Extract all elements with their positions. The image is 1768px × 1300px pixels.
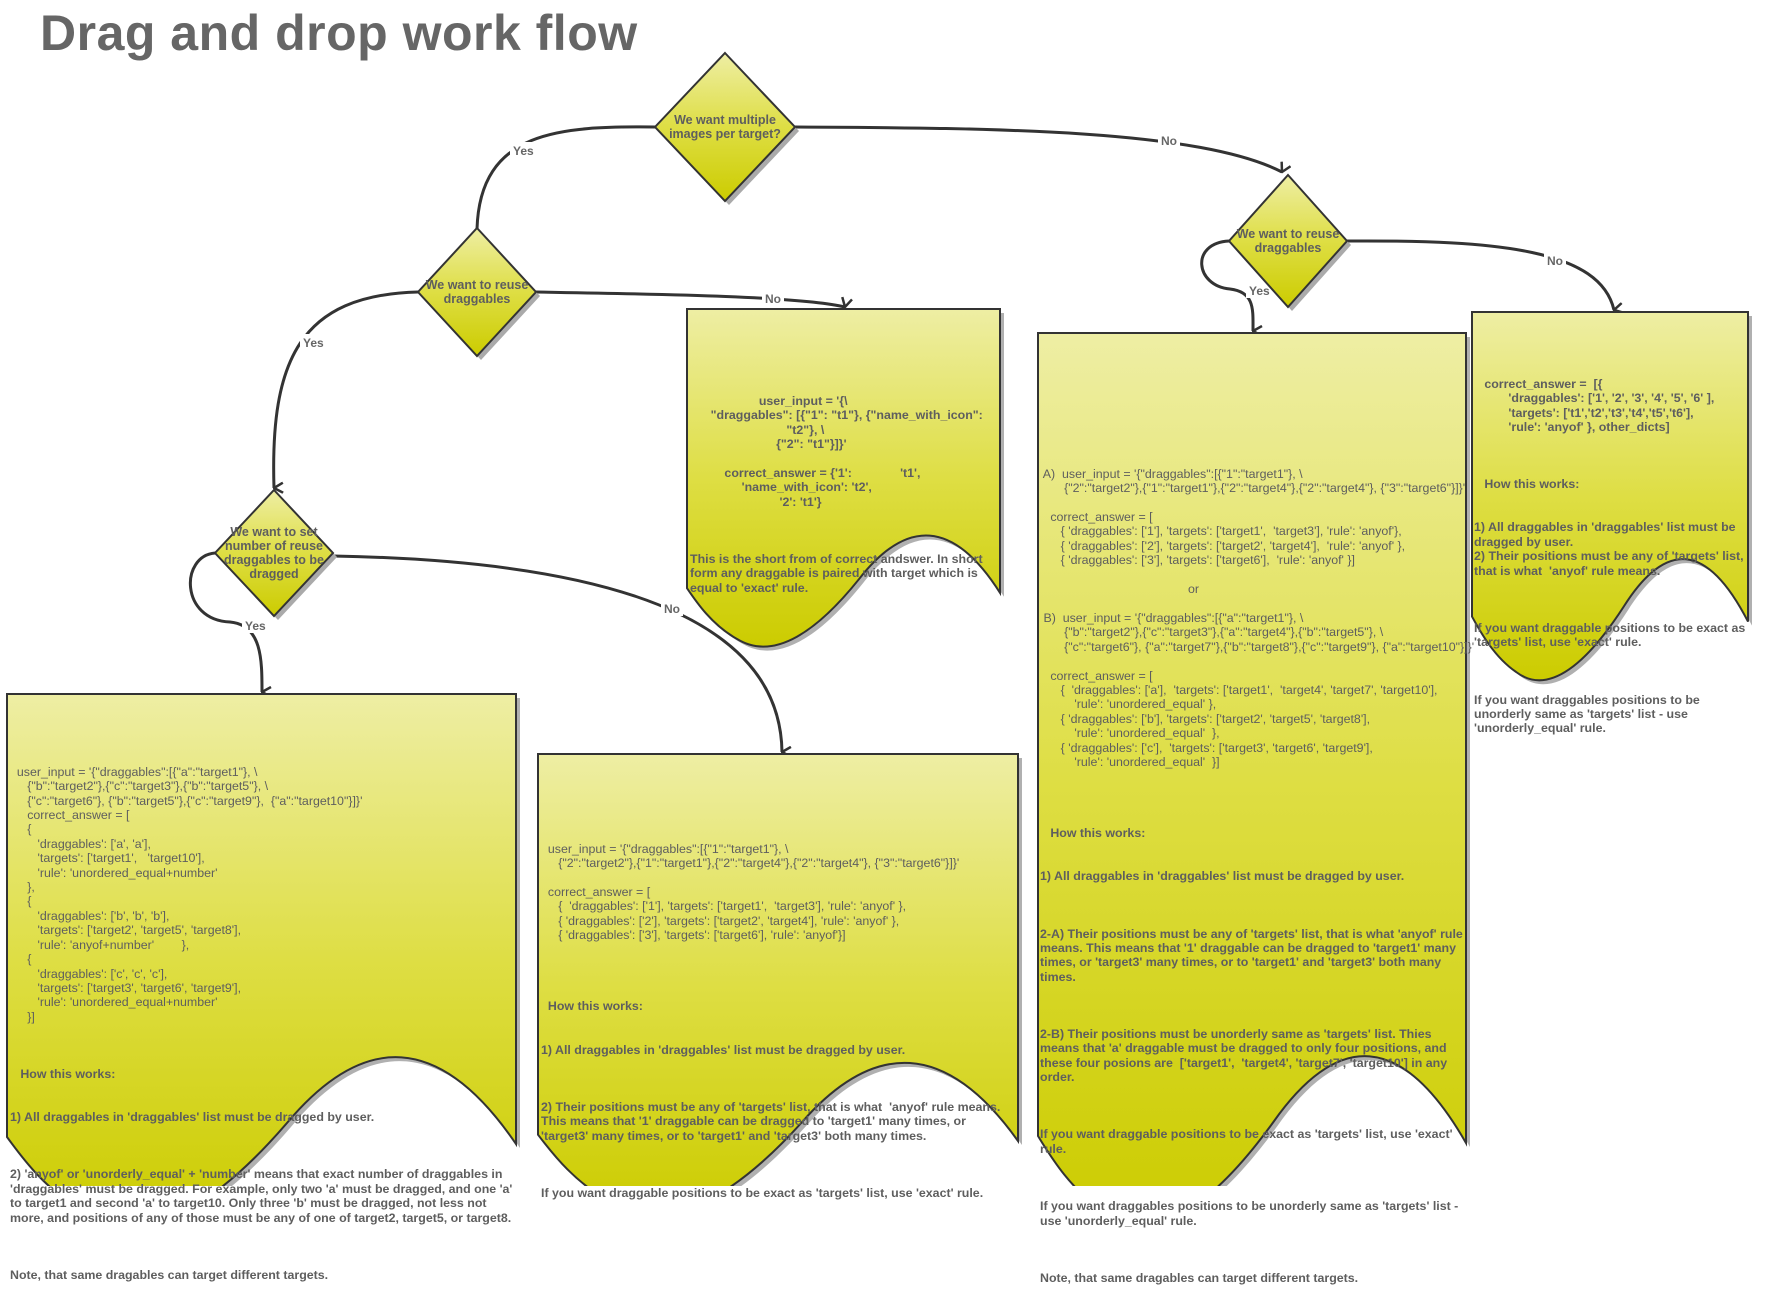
decision-text: draggables bbox=[1255, 241, 1322, 255]
code-block: user_input = '{"draggables":[{"1":"targe… bbox=[547, 841, 960, 943]
decision-diamond bbox=[1227, 173, 1349, 309]
edge-d4-no bbox=[1346, 239, 1614, 310]
code-block: user_input = '{"draggables":[{"a":"targe… bbox=[16, 764, 363, 1024]
note-reuse-draggables: A) user_input = '{"draggables":[{"1":"ta… bbox=[1040, 438, 1475, 1300]
decision-text: We want to reuse bbox=[426, 278, 529, 292]
note-no-reuse: correct_answer = [{ 'draggables': ['1', … bbox=[1474, 348, 1746, 750]
point: If you want draggable positions to be ex… bbox=[541, 1185, 984, 1200]
code-block: correct_answer = [{ 'draggables': ['1', … bbox=[1484, 376, 1715, 435]
note-reuse-with-number: user_input = '{"draggables":[{"a":"targe… bbox=[10, 736, 514, 1297]
point: 1) All draggables in 'draggables' list m… bbox=[1474, 520, 1744, 578]
point: Note, that same dragables can target dif… bbox=[10, 1267, 329, 1282]
diagram-title: Drag and drop work flow bbox=[40, 5, 638, 61]
point: If you want draggable positions to be ex… bbox=[1474, 620, 1749, 650]
doc-anyof bbox=[537, 753, 1019, 1186]
decision-text: We want multiple bbox=[674, 113, 776, 127]
note-anyof: user_input = '{"draggables":[{"1":"targe… bbox=[541, 813, 1015, 1215]
decision-text: number of reuse bbox=[225, 539, 323, 553]
point: If you want draggables positions to be u… bbox=[1040, 1199, 1462, 1228]
edge-d1-no bbox=[794, 125, 1282, 172]
decision-text: draggables bbox=[444, 292, 511, 306]
point: 2-A) Their positions must be any of 'tar… bbox=[1040, 926, 1463, 984]
point: If you want draggable positions to be ex… bbox=[1040, 1127, 1456, 1156]
edge-label-d3-no: No bbox=[664, 602, 680, 616]
code-block: user_input = '{\ "draggables": [{"1": "t… bbox=[710, 393, 983, 509]
point: 1) All draggables in 'draggables' list m… bbox=[10, 1110, 375, 1125]
point: 1) All draggables in 'draggables' list m… bbox=[541, 1042, 906, 1057]
edge-d3-yes bbox=[188, 551, 262, 692]
edge-d3-no bbox=[332, 554, 782, 752]
decision-text: dragged bbox=[249, 567, 298, 581]
edge-label-d2-yes: Yes bbox=[303, 336, 324, 350]
edge-d1-yes bbox=[475, 125, 656, 230]
point: 2-B) Their positions must be unorderly s… bbox=[1040, 1027, 1451, 1085]
edge-d2-yes bbox=[272, 290, 419, 488]
doc-no-reuse bbox=[1471, 311, 1749, 682]
edge-label-d3-yes: Yes bbox=[245, 619, 266, 633]
note-short-form: user_input = '{\ "draggables": [{"1": "t… bbox=[690, 365, 1000, 610]
how-title: How this works: bbox=[1474, 477, 1580, 492]
point: Note, that same dragables can target dif… bbox=[1040, 1270, 1359, 1285]
edge-label-d4-yes: Yes bbox=[1249, 284, 1270, 298]
point: If you want draggables positions to be u… bbox=[1474, 692, 1704, 736]
how-title: How this works: bbox=[10, 1066, 116, 1081]
doc-short-form bbox=[686, 308, 1001, 648]
decision-diamond bbox=[416, 226, 538, 358]
code-block: A) user_input = '{"draggables":[{"1":"ta… bbox=[1042, 466, 1475, 769]
how-title: How this works: bbox=[541, 999, 643, 1014]
point: 2) Their positions must be any of 'targe… bbox=[541, 1099, 1004, 1143]
flowchart-canvas: Yes No Yes No Yes No Yes No We want mult… bbox=[6, 51, 1752, 1186]
decision-diamond bbox=[653, 51, 797, 203]
edge-label-d1-no: No bbox=[1161, 134, 1177, 148]
point: 2) 'anyof' or 'unorderly_equal' + 'numbe… bbox=[10, 1167, 516, 1225]
decision-text: draggables to be bbox=[224, 553, 324, 567]
doc-reuse-with-number bbox=[6, 693, 517, 1186]
edge-label-d1-yes: Yes bbox=[513, 144, 534, 158]
point: 1) All draggables in 'draggables' list m… bbox=[1040, 869, 1405, 884]
decision-text: We want to reuse bbox=[1237, 227, 1340, 241]
decision-text: images per target? bbox=[669, 127, 781, 141]
edge-d2-no bbox=[535, 290, 845, 307]
edge-label-d4-no: No bbox=[1547, 254, 1563, 268]
decision-diamond bbox=[213, 488, 335, 618]
edge-label-d2-no: No bbox=[765, 292, 781, 306]
description: This is the short from of correct andswe… bbox=[690, 551, 987, 595]
how-title: How this works: bbox=[1040, 826, 1146, 841]
edge-d4-yes bbox=[1200, 239, 1253, 331]
decision-text: We want to set bbox=[230, 525, 318, 539]
